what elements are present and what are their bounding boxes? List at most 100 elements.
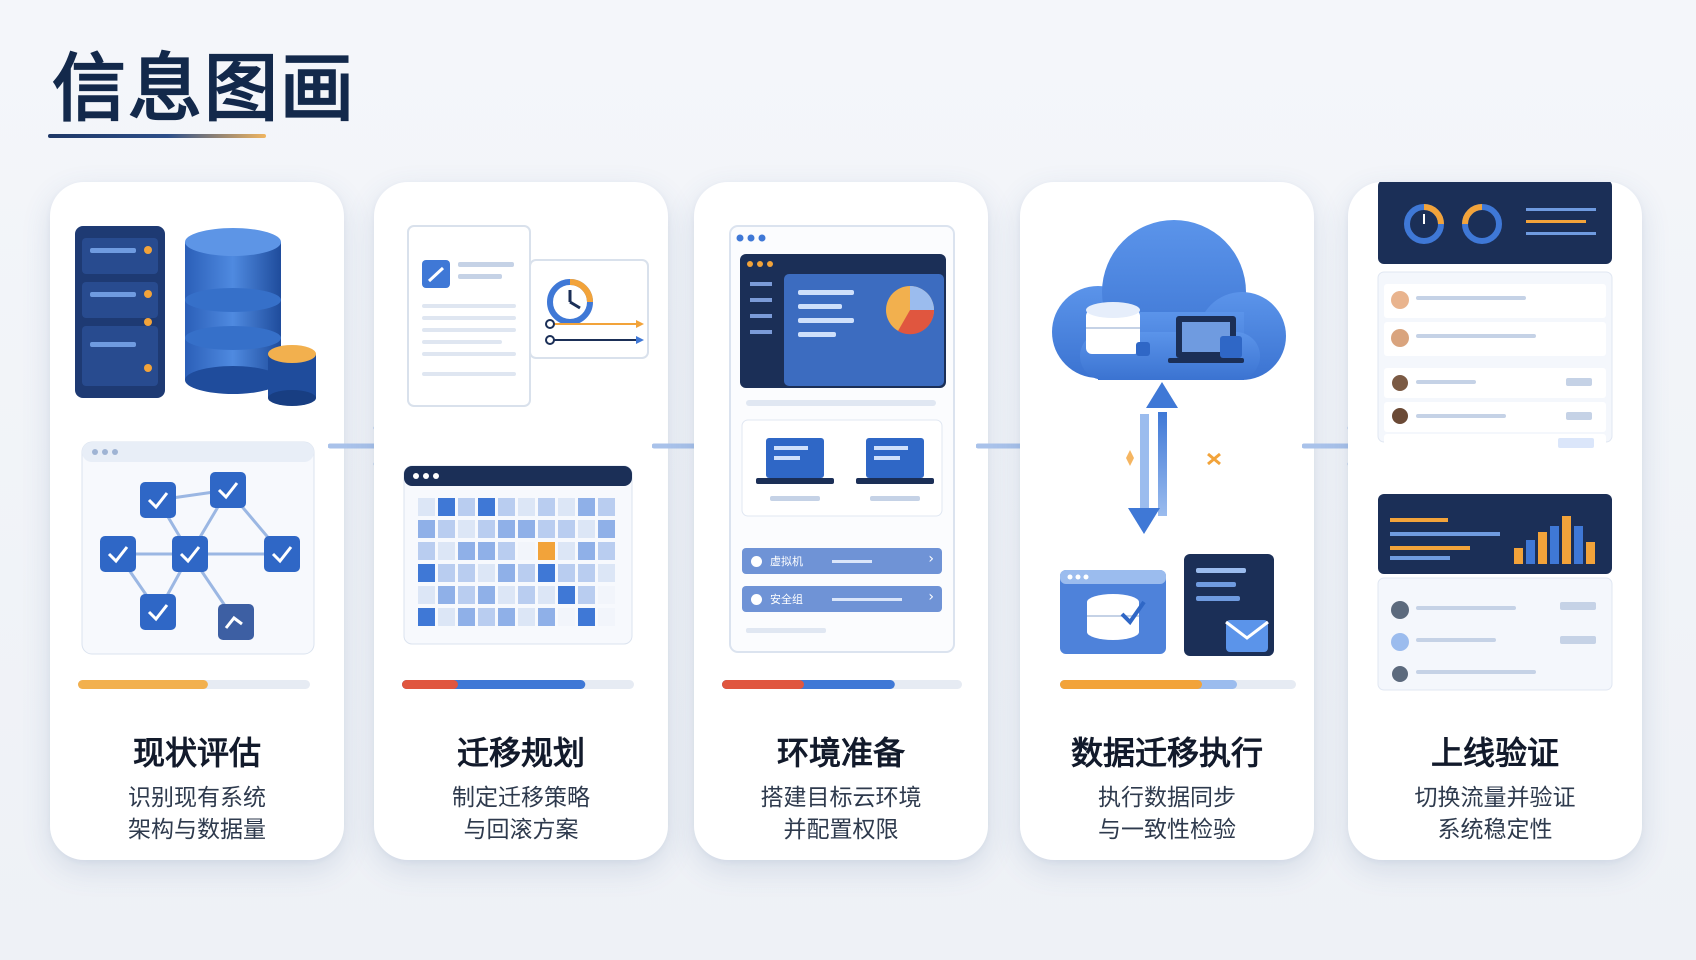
monitor-bar-chart bbox=[1378, 494, 1612, 574]
calendar-cell bbox=[598, 608, 615, 626]
server-rack-icon bbox=[75, 226, 165, 398]
page-title: 信息图画 bbox=[52, 46, 356, 132]
planning-illustration bbox=[402, 225, 649, 689]
monitor-dashboard-top bbox=[1378, 182, 1612, 264]
calendar-cell bbox=[518, 542, 535, 560]
step-description: 识别现有系统 架构与数据量 bbox=[128, 785, 266, 843]
step-title: 现状评估 bbox=[132, 734, 261, 772]
step-card-migration[interactable]: 数据迁移执行 执行数据同步 与一致性检验 bbox=[1020, 182, 1314, 860]
timeline-clock-icon bbox=[529, 259, 649, 359]
calendar-cell bbox=[518, 564, 535, 582]
assessment-progress-bar bbox=[78, 680, 310, 689]
calendar-cell bbox=[538, 520, 555, 538]
calendar-grid-icon bbox=[403, 465, 633, 645]
calendar-cell bbox=[498, 542, 515, 560]
step-title: 数据迁移执行 bbox=[1070, 734, 1263, 772]
chevron-right-icon: › bbox=[928, 551, 934, 567]
calendar-cell bbox=[438, 564, 455, 582]
calendar-cell bbox=[478, 542, 495, 560]
calendar-cell bbox=[558, 542, 575, 560]
calendar-cell bbox=[458, 542, 475, 560]
calendar-cell bbox=[438, 498, 455, 516]
calendar-cell bbox=[518, 498, 535, 516]
validation-list-panel bbox=[1377, 577, 1613, 691]
calendar-cell bbox=[538, 564, 555, 582]
document-icon bbox=[407, 225, 531, 407]
calendar-cell bbox=[438, 542, 455, 560]
calendar-cell bbox=[418, 608, 435, 626]
calendar-cell bbox=[598, 586, 615, 604]
calendar-cell bbox=[538, 542, 555, 560]
calendar-cell bbox=[498, 520, 515, 538]
step-card-assessment[interactable]: 现状评估 识别现有系统 架构与数据量 bbox=[50, 182, 344, 860]
env-list-item-vm[interactable]: 虚拟机 › bbox=[742, 548, 942, 574]
calendar-cell bbox=[558, 520, 575, 538]
calendar-cell bbox=[498, 586, 515, 604]
calendar-cell bbox=[598, 564, 615, 582]
calendar-cell bbox=[578, 498, 595, 516]
sync-arrows-icon bbox=[1126, 382, 1221, 534]
calendar-cell bbox=[578, 564, 595, 582]
calendar-cell bbox=[438, 586, 455, 604]
assessment-illustration bbox=[75, 226, 316, 689]
step-title: 上线验证 bbox=[1430, 734, 1559, 772]
calendar-cell bbox=[578, 520, 595, 538]
calendar-cell bbox=[478, 520, 495, 538]
calendar-cell bbox=[478, 608, 495, 626]
calendar-cell bbox=[598, 498, 615, 516]
calendar-cell bbox=[598, 520, 615, 538]
calendar-cell bbox=[418, 586, 435, 604]
dashboard-panel bbox=[740, 254, 946, 388]
calendar-cell bbox=[418, 564, 435, 582]
calendar-cell bbox=[538, 498, 555, 516]
step-card-environment[interactable]: 虚拟机 › 安全组 › 环境准备 搭建目标云环境 并配置权限 bbox=[694, 182, 988, 860]
migration-illustration bbox=[1052, 220, 1296, 689]
calendar-cell bbox=[578, 608, 595, 626]
environment-illustration bbox=[729, 225, 955, 653]
database-stack-icon bbox=[185, 228, 316, 406]
calendar-cell bbox=[458, 564, 475, 582]
step-description: 切换流量并验证 系统稳定性 bbox=[1414, 785, 1576, 843]
planning-progress-bar bbox=[402, 680, 634, 689]
calendar-cell bbox=[418, 520, 435, 538]
calendar-cell bbox=[518, 520, 535, 538]
calendar-cell bbox=[418, 498, 435, 516]
step-description: 执行数据同步 与一致性检验 bbox=[1098, 785, 1236, 843]
calendar-cell bbox=[518, 586, 535, 604]
user-list-panel bbox=[1377, 271, 1613, 454]
calendar-cell bbox=[498, 564, 515, 582]
validation-illustration bbox=[1377, 182, 1613, 691]
calendar-cell bbox=[438, 608, 455, 626]
calendar-cell bbox=[438, 520, 455, 538]
cloud-icon bbox=[1052, 220, 1286, 380]
calendar-cell bbox=[458, 586, 475, 604]
migration-progress-bar bbox=[1060, 680, 1296, 689]
env-list-item-security-group[interactable]: 安全组 › bbox=[742, 586, 942, 612]
calendar-cell bbox=[598, 542, 615, 560]
step-description: 制定迁移策略 与回滚方案 bbox=[452, 785, 590, 843]
calendar-cell bbox=[558, 564, 575, 582]
calendar-cell bbox=[558, 608, 575, 626]
step-description: 搭建目标云环境 并配置权限 bbox=[760, 785, 922, 843]
calendar-cell bbox=[478, 498, 495, 516]
calendar-cell bbox=[478, 586, 495, 604]
step-card-planning[interactable]: 迁移规划 制定迁移策略 与回滚方案 bbox=[374, 182, 668, 860]
calendar-cell bbox=[498, 498, 515, 516]
step-title: 迁移规划 bbox=[456, 734, 585, 772]
calendar-cell bbox=[458, 608, 475, 626]
calendar-cell bbox=[578, 542, 595, 560]
calendar-cell bbox=[558, 586, 575, 604]
step-title: 环境准备 bbox=[776, 734, 905, 772]
calendar-cell bbox=[518, 608, 535, 626]
calendar-cell bbox=[558, 498, 575, 516]
mail-panel-icon bbox=[1184, 554, 1274, 656]
calendar-cell bbox=[538, 608, 555, 626]
step-card-validation[interactable]: 上线验证 切换流量并验证 系统稳定性 bbox=[1348, 182, 1642, 860]
virtual-machine-icons bbox=[741, 419, 943, 517]
calendar-cell bbox=[498, 608, 515, 626]
chevron-right-icon: › bbox=[928, 589, 934, 605]
radio-dot-icon bbox=[751, 594, 762, 605]
calendar-cell bbox=[458, 520, 475, 538]
calendar-cell bbox=[418, 542, 435, 560]
calendar-cell bbox=[538, 586, 555, 604]
